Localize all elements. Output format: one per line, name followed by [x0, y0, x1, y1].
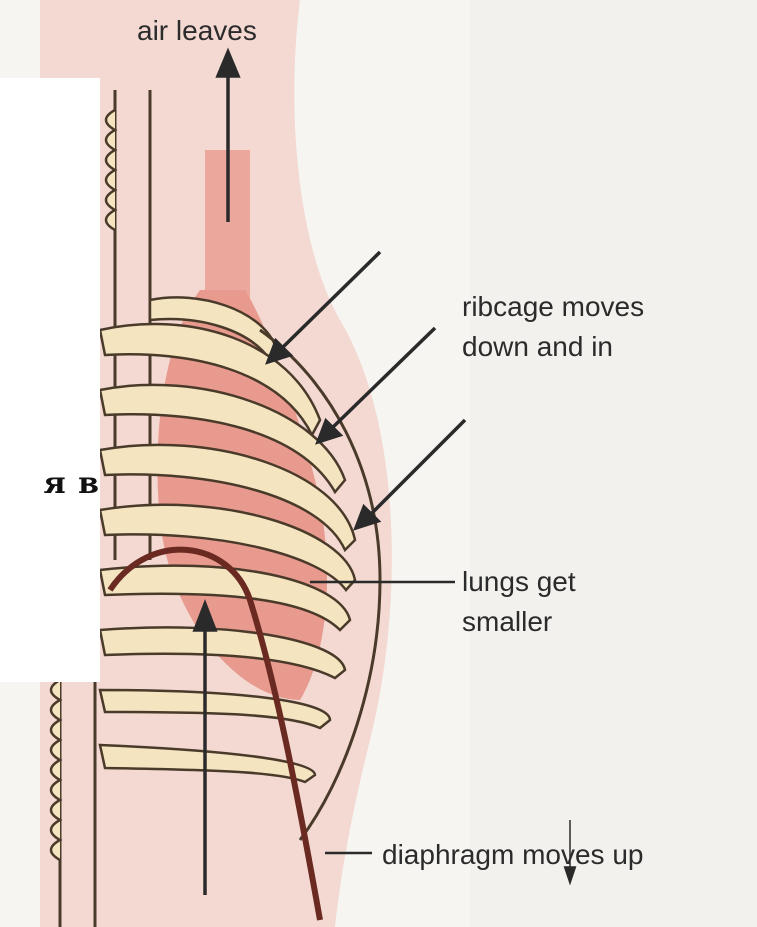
overlay-text: я в — [0, 466, 100, 501]
label-lungs-line1: lungs get — [462, 565, 576, 599]
overlay-panel — [0, 78, 100, 682]
label-ribcage-line1: ribcage moves — [462, 290, 644, 324]
label-ribcage-line2: down and in — [462, 330, 613, 364]
label-air-leaves: air leaves — [137, 14, 257, 48]
background-page — [470, 0, 757, 927]
label-diaphragm: diaphragm moves up — [382, 838, 643, 872]
label-lungs-line2: smaller — [462, 605, 552, 639]
